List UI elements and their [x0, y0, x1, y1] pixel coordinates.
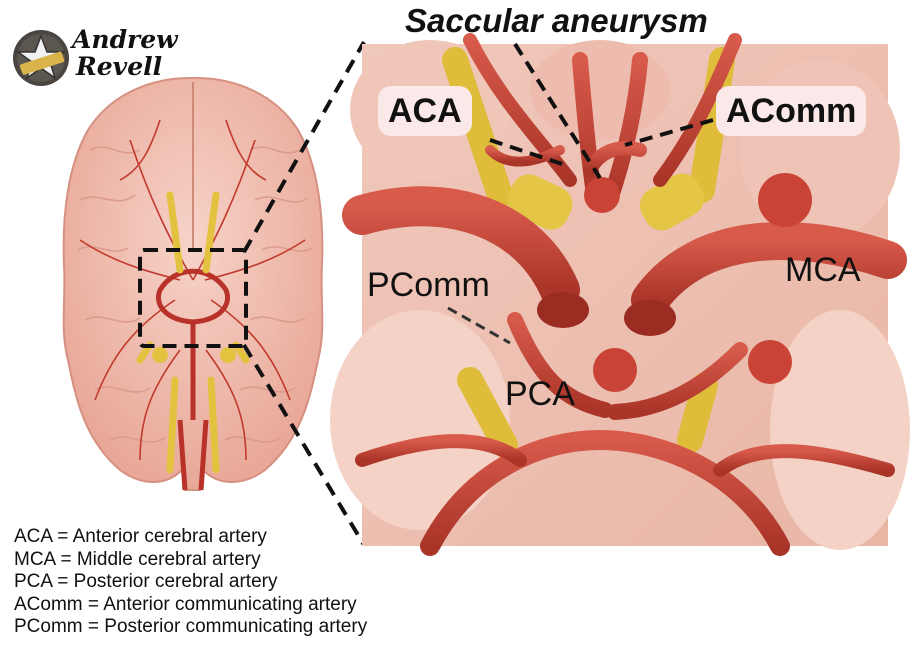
logo-text: Andrew Revell [72, 26, 178, 80]
logo-line-1: Andrew [72, 25, 178, 54]
legend-item: PComm = Posterior communicating artery [14, 616, 368, 638]
label-aca: ACA [378, 86, 472, 136]
label-acomm: AComm [716, 86, 867, 136]
label-pcomm: PComm [367, 266, 490, 304]
legend-item: MCA = Middle cerebral artery [14, 548, 261, 570]
zoom-connector-lines [242, 41, 366, 547]
abbreviation-legend: ACA = Anterior cerebral artery MCA = Mid… [14, 526, 367, 639]
pcomm-leader-line [447, 306, 511, 345]
label-mca: MCA [785, 251, 861, 289]
label-pca: PCA [505, 375, 575, 413]
brain-illustration [62, 77, 324, 491]
logo-badge [13, 30, 69, 86]
zoom-region-box [138, 248, 248, 348]
page-title: Saccular aneurysm [405, 2, 708, 39]
legend-item: ACA = Anterior cerebral artery [14, 526, 267, 547]
legend-item: AComm = Anterior communicating artery [14, 593, 357, 615]
legend-item: PCA = Posterior cerebral artery [14, 571, 278, 593]
logo-line-2: Revell [76, 52, 163, 81]
label-leader-lines [489, 42, 714, 180]
